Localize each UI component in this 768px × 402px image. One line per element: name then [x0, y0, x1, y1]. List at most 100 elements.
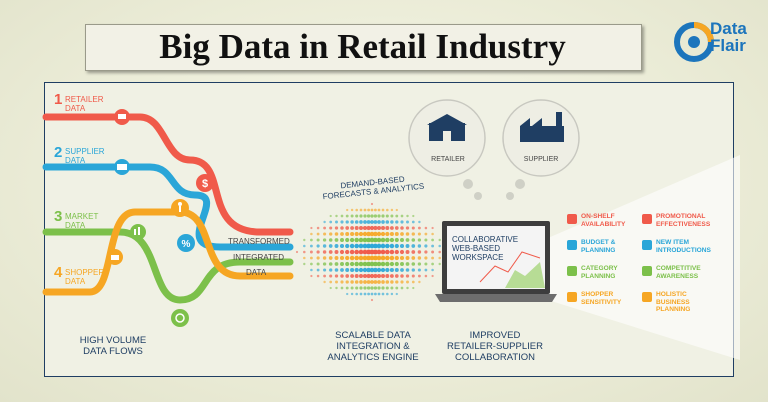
sphere-dot — [405, 256, 410, 260]
sphere-dot — [431, 274, 434, 278]
sphere-dot — [359, 220, 363, 224]
sphere-dot — [366, 243, 371, 249]
sphere-dot — [380, 261, 386, 267]
sphere-dot — [355, 214, 359, 218]
sphere-dot — [334, 238, 339, 242]
source-number-supplier: 2 — [54, 144, 63, 161]
sphere-dot — [390, 292, 394, 296]
sphere-dot — [370, 280, 374, 284]
sphere-dot — [376, 231, 382, 237]
sphere-dot — [370, 214, 374, 218]
sphere-dot — [389, 249, 395, 255]
sphere-dot — [358, 273, 364, 279]
sphere-dot — [438, 244, 441, 248]
sphere-dot — [370, 202, 374, 206]
sphere-dot — [380, 255, 386, 261]
sphere-dot — [310, 274, 313, 278]
brand-line2: Flair — [710, 36, 746, 55]
sphere-dot — [385, 243, 390, 249]
sphere-dot — [366, 231, 371, 237]
thought-dots — [463, 179, 525, 200]
sphere-dot — [385, 255, 390, 261]
sphere-dot — [386, 292, 389, 296]
sphere-dot — [362, 273, 368, 279]
holistic-icon — [642, 292, 652, 302]
sphere-dot — [376, 243, 382, 249]
sphere-dot — [358, 231, 364, 237]
sphere-dot — [385, 280, 390, 284]
sphere-dot — [374, 292, 377, 296]
sphere-dot — [323, 232, 327, 236]
sphere-dot — [369, 237, 375, 243]
sphere-dot — [355, 208, 359, 212]
sphere-dot — [400, 268, 404, 272]
competitive-icon — [642, 266, 652, 276]
sphere-dot — [362, 237, 368, 243]
sphere-dot — [418, 280, 421, 284]
sphere-dot — [381, 208, 385, 212]
brand-line1: Data — [710, 19, 747, 38]
sphere-dot — [358, 267, 364, 273]
sphere-dot — [411, 220, 415, 224]
sphere-dot — [359, 280, 363, 284]
sphere-dot — [350, 231, 355, 237]
sphere-dot — [373, 267, 378, 273]
sphere-dot — [363, 208, 367, 212]
sphere-dot — [389, 267, 394, 273]
sphere-dot — [381, 286, 385, 290]
sphere-dot — [406, 214, 409, 218]
sphere-dot — [424, 274, 428, 278]
sphere-dot — [354, 249, 359, 255]
sphere-dot — [334, 256, 339, 260]
sphere-dot — [339, 249, 345, 255]
sphere-dot — [363, 220, 367, 224]
sphere-dot — [400, 238, 404, 242]
sphere-dot — [405, 244, 410, 248]
sphere-dot — [362, 261, 368, 267]
sphere-dot — [329, 232, 333, 236]
sphere-dot — [340, 214, 344, 218]
sphere-dot — [350, 280, 354, 284]
sphere-dot — [329, 214, 332, 218]
sphere-dot — [362, 249, 368, 255]
sphere-dot — [334, 226, 339, 230]
sphere-dot — [358, 243, 364, 249]
sphere-dot — [385, 261, 390, 267]
sphere-dot — [381, 220, 385, 224]
sphere-dot — [394, 268, 399, 272]
workspace-screen-text: COLLABORATIVE WEB-BASED WORKSPACE — [452, 235, 519, 262]
sphere-dot — [386, 208, 389, 212]
sphere-dot — [394, 232, 399, 236]
cart-icon — [114, 109, 130, 125]
sphere-dot — [389, 231, 394, 237]
sphere-dot — [345, 237, 350, 243]
sphere-dot — [345, 286, 349, 290]
sphere-dot — [329, 280, 333, 284]
sphere-dot — [385, 249, 390, 255]
sphere-dot — [329, 286, 332, 290]
promo-icon — [642, 214, 652, 224]
sphere-dot — [362, 267, 368, 273]
sphere-dot — [376, 267, 382, 273]
sphere-dot — [411, 232, 415, 236]
sphere-dot — [354, 255, 359, 261]
sphere-dot — [340, 226, 344, 230]
sphere-dot — [329, 274, 333, 278]
sphere-dot — [389, 274, 394, 278]
sphere-dot — [350, 226, 355, 230]
sphere-dot — [395, 292, 398, 296]
sphere-dot — [328, 256, 333, 260]
sphere-dot — [417, 262, 422, 266]
retailer-node — [408, 99, 486, 177]
sphere-dot — [354, 280, 359, 284]
sphere-dot — [373, 220, 378, 224]
sphere-dot — [369, 267, 375, 273]
sphere-dot — [309, 244, 313, 248]
sphere-dot — [358, 261, 364, 267]
sphere-dot — [373, 261, 378, 267]
sphere-dot — [406, 220, 409, 224]
sphere-dot — [354, 267, 359, 273]
sphere-dot — [395, 220, 399, 224]
sphere-dot — [340, 268, 344, 272]
